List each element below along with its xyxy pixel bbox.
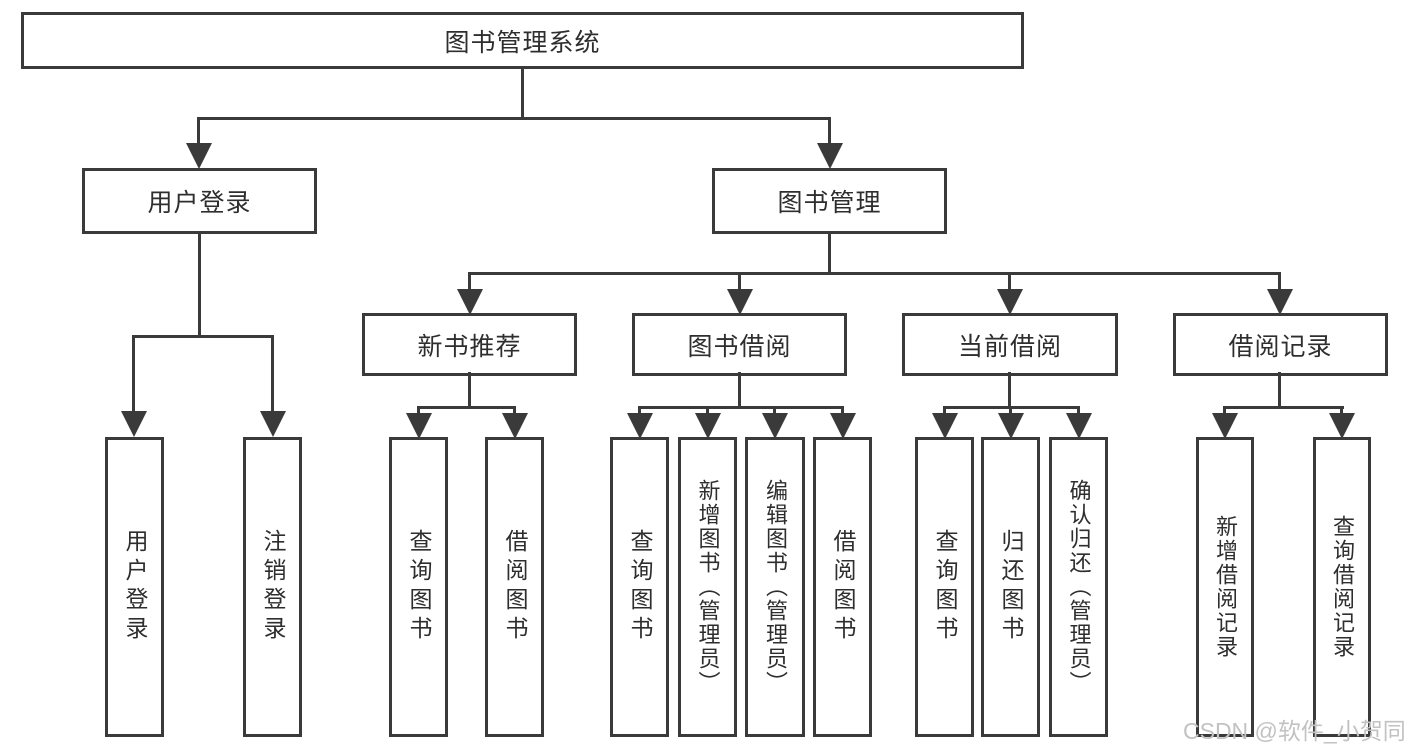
connector-drop-rc-query bbox=[1328, 407, 1355, 439]
arrow-down-icon bbox=[829, 413, 856, 439]
connector-drop-leaf-user-login bbox=[120, 336, 147, 437]
connector-newbook-branch bbox=[417, 406, 516, 409]
arrow-down-icon bbox=[1328, 413, 1355, 439]
connector-drop-user-login bbox=[185, 118, 212, 169]
connector-drop-book-management bbox=[816, 118, 843, 169]
connector-root-stem bbox=[521, 66, 524, 120]
arrow-down-icon bbox=[1211, 413, 1238, 439]
connector-records-stem bbox=[1278, 372, 1281, 408]
arrow-down-icon bbox=[931, 413, 958, 439]
node-borrow-records: 借阅记录 bbox=[1173, 313, 1388, 376]
csdn-watermark: CSDN @软件_小贺同学 bbox=[1183, 718, 1405, 744]
node-leaf-logout: 注销登录 bbox=[243, 437, 302, 737]
node-leaf-add-book-admin: 新增图书（管理员） bbox=[678, 437, 737, 737]
connector-drop-current-borrow bbox=[996, 273, 1023, 315]
connector-drop-bb-borrow bbox=[829, 407, 856, 439]
connector-drop-book-borrow bbox=[726, 273, 753, 315]
connector-borrow-stem bbox=[738, 372, 741, 408]
connector-drop-bb-edit bbox=[761, 407, 788, 439]
connector-drop-bb-query bbox=[626, 407, 653, 439]
node-book-management: 图书管理 bbox=[712, 168, 947, 234]
arrow-down-icon bbox=[120, 411, 147, 437]
connector-drop-cb-confirm bbox=[1065, 407, 1092, 439]
connector-drop-nb-query bbox=[405, 407, 432, 439]
node-leaf-edit-book-admin: 编辑图书（管理员） bbox=[745, 437, 805, 737]
arrow-down-icon bbox=[726, 289, 753, 315]
node-new-book-recommend: 新书推荐 bbox=[362, 313, 577, 376]
node-leaf-borrow-books-2: 借阅图书 bbox=[813, 437, 872, 737]
arrow-down-icon bbox=[997, 413, 1024, 439]
arrow-down-icon bbox=[694, 413, 721, 439]
arrow-down-icon bbox=[761, 413, 788, 439]
arrow-down-icon bbox=[456, 289, 483, 315]
connector-current-stem bbox=[1008, 372, 1011, 408]
node-leaf-query-borrow-record: 查询借阅记录 bbox=[1313, 437, 1371, 737]
connector-userlogin-branch bbox=[132, 335, 274, 338]
node-leaf-return-book: 归还图书 bbox=[981, 437, 1040, 737]
arrow-down-icon bbox=[1266, 289, 1293, 315]
arrow-down-icon bbox=[185, 143, 212, 169]
node-leaf-query-books-2: 查询图书 bbox=[610, 437, 669, 737]
connector-drop-bb-add bbox=[694, 407, 721, 439]
node-leaf-query-books-3: 查询图书 bbox=[915, 437, 974, 737]
arrow-down-icon bbox=[259, 411, 286, 437]
node-library-system: 图书管理系统 bbox=[21, 12, 1024, 69]
connector-root-branch bbox=[197, 117, 831, 120]
arrow-down-icon bbox=[1065, 413, 1092, 439]
connector-records-branch bbox=[1223, 406, 1344, 409]
node-leaf-add-borrow-record: 新增借阅记录 bbox=[1196, 437, 1254, 737]
arrow-down-icon bbox=[816, 143, 843, 169]
connector-bookmgmt-branch bbox=[468, 272, 1281, 275]
connector-drop-cb-return bbox=[997, 407, 1024, 439]
connector-drop-nb-borrow bbox=[501, 407, 528, 439]
node-leaf-borrow-books-1: 借阅图书 bbox=[485, 437, 544, 737]
connector-userlogin-stem bbox=[198, 231, 201, 337]
node-user-login: 用户登录 bbox=[82, 168, 317, 234]
connector-newbook-stem bbox=[468, 372, 471, 408]
connector-borrow-branch bbox=[638, 406, 844, 409]
arrow-down-icon bbox=[405, 413, 432, 439]
node-current-borrow: 当前借阅 bbox=[902, 313, 1118, 376]
node-book-borrow: 图书借阅 bbox=[632, 313, 847, 376]
node-leaf-confirm-return-admin: 确认归还（管理员） bbox=[1049, 437, 1108, 737]
node-leaf-query-books-1: 查询图书 bbox=[389, 437, 448, 737]
arrow-down-icon bbox=[996, 289, 1023, 315]
connector-drop-borrow-records bbox=[1266, 273, 1293, 315]
connector-drop-cb-query bbox=[931, 407, 958, 439]
arrow-down-icon bbox=[501, 413, 528, 439]
arrow-down-icon bbox=[626, 413, 653, 439]
connector-drop-leaf-logout bbox=[259, 336, 286, 437]
connector-drop-rc-add bbox=[1211, 407, 1238, 439]
connector-drop-new-book-recommend bbox=[456, 273, 483, 315]
connector-bookmgmt-stem bbox=[828, 231, 831, 274]
node-leaf-user-login: 用户登录 bbox=[105, 437, 164, 737]
